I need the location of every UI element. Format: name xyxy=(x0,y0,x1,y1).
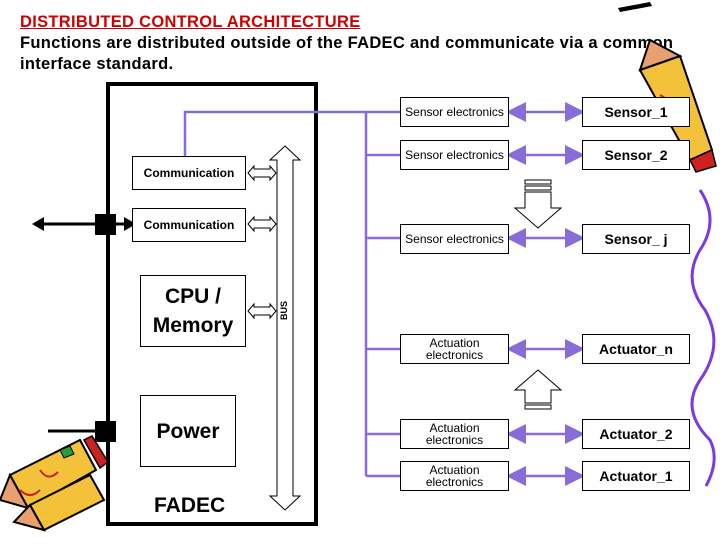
sensor-2: Sensor_2 xyxy=(582,140,690,170)
sensor-label: Sensor_ j xyxy=(604,231,668,247)
cpu-memory-label: CPU / Memory xyxy=(152,285,234,337)
communication-label-1: Communication xyxy=(143,166,235,180)
sensor-electronics-label: Sensor electronics xyxy=(405,232,504,246)
communication-module-2: Communication xyxy=(132,208,246,242)
page-title: DISTRIBUTED CONTROL ARCHITECTURE xyxy=(20,13,361,31)
actuation-electronics-2: Actuation electronics xyxy=(400,419,509,449)
fadec-label: FADEC xyxy=(154,494,226,517)
bus-label: BUS xyxy=(279,300,289,320)
actuator-n: Actuator_n xyxy=(582,334,690,364)
sensor-1: Sensor_1 xyxy=(582,97,690,127)
actuator-label: Actuator_1 xyxy=(599,468,673,484)
down-arrow xyxy=(513,179,563,229)
communication-module-1: Communication xyxy=(132,156,246,190)
actuation-electronics-3: Actuation electronics xyxy=(400,461,509,491)
actuator-1: Actuator_1 xyxy=(582,461,690,491)
connector-power xyxy=(95,421,116,442)
fadec-outline xyxy=(106,82,318,526)
module-bus-arrows xyxy=(247,164,277,320)
sensor-electronics-3: Sensor electronics xyxy=(400,224,509,254)
communication-label-2: Communication xyxy=(143,218,235,232)
cpu-memory-module: CPU / Memory xyxy=(140,275,246,347)
bus-arrow xyxy=(268,145,302,511)
connector-comm xyxy=(95,214,116,235)
up-arrow xyxy=(513,369,563,410)
network-links xyxy=(183,110,400,478)
actuation-electronics-label: Actuation electronics xyxy=(425,336,484,362)
sensor-label: Sensor_1 xyxy=(604,104,668,120)
actuator-2: Actuator_2 xyxy=(582,419,690,449)
power-label: Power xyxy=(156,419,220,443)
header: DISTRIBUTED CONTROL ARCHITECTURE Functio… xyxy=(20,12,728,75)
actuation-electronics-label: Actuation electronics xyxy=(425,463,484,489)
actuator-label: Actuator_2 xyxy=(599,426,673,442)
sensor-electronics-1: Sensor electronics xyxy=(400,97,509,127)
actuator-label: Actuator_n xyxy=(599,341,673,357)
actuation-electronics-label: Actuation electronics xyxy=(425,421,484,447)
sensor-label: Sensor_2 xyxy=(604,147,668,163)
sensor-electronics-label: Sensor electronics xyxy=(405,148,504,162)
power-module: Power xyxy=(140,395,236,467)
page-subtitle: Functions are distributed outside of the… xyxy=(20,34,674,73)
actuation-electronics-1: Actuation electronics xyxy=(400,334,509,364)
sensor-electronics-label: Sensor electronics xyxy=(405,105,504,119)
sensor-electronics-2: Sensor electronics xyxy=(400,140,509,170)
device-links xyxy=(506,102,585,486)
sensor-j: Sensor_ j xyxy=(582,224,690,254)
pencil-icon-left xyxy=(0,435,109,532)
